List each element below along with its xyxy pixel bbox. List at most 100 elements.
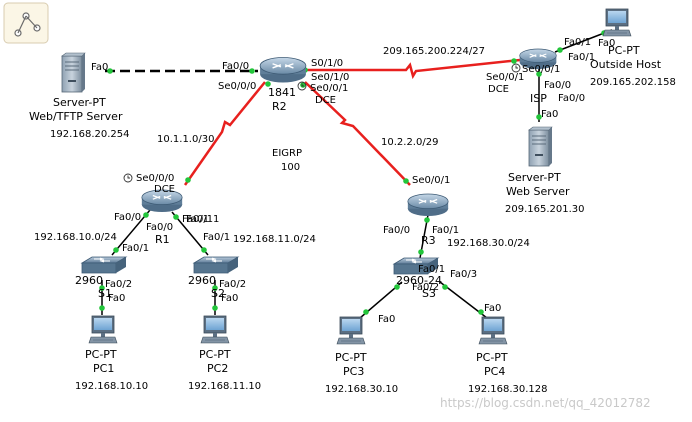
device-pc3[interactable] xyxy=(336,316,366,345)
net-s3: 192.168.30.0/24 xyxy=(447,238,530,249)
link-r2-r3[interactable] xyxy=(304,81,411,186)
link-light xyxy=(201,247,207,253)
ifc-r1-fa00b: Fa0/0 xyxy=(146,222,173,233)
network-topology-icon[interactable] xyxy=(3,2,49,44)
device-web-tftp-server[interactable] xyxy=(61,52,86,93)
ifc-s1-fa01: Fa0/1 xyxy=(122,243,149,254)
ifc-r1-fa01: Fa0/1 xyxy=(182,214,209,225)
pc1-ip: 192.168.10.10 xyxy=(75,381,148,392)
r1-name: R1 xyxy=(155,233,170,246)
ifc-outside-fa01: Fa0/1 xyxy=(568,52,595,63)
net-r1-r2: 10.1.1.0/30 xyxy=(157,134,214,145)
link-light xyxy=(442,284,448,290)
link-light xyxy=(212,305,218,311)
eigrp-as: 100 xyxy=(281,162,300,173)
device-r3[interactable] xyxy=(407,193,449,217)
ifc-web-fa0: Fa0 xyxy=(541,109,558,120)
ifc-web-tftp-fa0: Fa0 xyxy=(91,62,108,73)
pc1-type: PC-PT xyxy=(85,348,117,361)
isp-name: ISP xyxy=(530,92,547,105)
web-ip: 209.165.201.30 xyxy=(505,204,585,215)
s3-name: S3 xyxy=(422,287,436,300)
eigrp-label: EIGRP xyxy=(272,148,302,159)
link-light xyxy=(557,47,563,53)
ifc-isp-fa01: Fa0/1 xyxy=(564,37,591,48)
outside-type: PC-PT xyxy=(608,44,640,57)
ifc-isp-se001: Se0/0/1 xyxy=(522,64,560,75)
r3-name: R3 xyxy=(421,234,436,247)
clock-icon xyxy=(123,173,133,183)
device-pc4[interactable] xyxy=(478,316,508,345)
web-tftp-ip: 192.168.20.254 xyxy=(50,129,130,140)
link-light xyxy=(107,68,113,74)
link-light xyxy=(363,309,369,315)
device-outside-host[interactable] xyxy=(602,8,632,37)
link-light xyxy=(99,305,105,311)
device-r2[interactable] xyxy=(259,56,307,84)
ifc-r1-fa00: Fa0/0 xyxy=(114,212,141,223)
ifc-r2-fa00: Fa0/0 xyxy=(222,61,249,72)
outside-name: Outside Host xyxy=(590,58,662,71)
net-s2: 192.168.11.0/24 xyxy=(233,234,316,245)
ifc-isp-fa00-lower: Fa0/0 xyxy=(558,93,585,104)
ifc-r2-se010: Se0/1/0 xyxy=(311,72,349,83)
s2-model: 2960 xyxy=(188,274,216,287)
device-pc2[interactable] xyxy=(200,315,230,344)
link-light xyxy=(394,284,400,290)
ifc-isp-fa00: Fa0/0 xyxy=(544,80,571,91)
pc3-name: PC3 xyxy=(343,365,364,378)
net-s1: 192.168.10.0/24 xyxy=(34,232,117,243)
pc3-type: PC-PT xyxy=(335,351,367,364)
ifc-s1-fa02: Fa0/2 xyxy=(105,279,132,290)
link-light xyxy=(185,177,191,183)
link-light xyxy=(173,214,179,220)
ifc-r2-dce: DCE xyxy=(315,95,336,106)
link-light xyxy=(249,68,255,74)
pc4-name: PC4 xyxy=(484,365,505,378)
link-r1-r2[interactable] xyxy=(183,81,266,186)
ifc-s3-fa03: Fa0/3 xyxy=(450,269,477,280)
pc2-type: PC-PT xyxy=(199,348,231,361)
link-r2-isp[interactable] xyxy=(303,58,521,80)
ifc-pc1-fa0: Fa0 xyxy=(108,293,125,304)
s1-name: S1 xyxy=(98,287,112,300)
ifc-r2-se001: Se0/0/1 xyxy=(310,83,348,94)
s2-name: S2 xyxy=(211,287,225,300)
link-light xyxy=(536,114,542,120)
device-s1[interactable] xyxy=(81,256,127,274)
ifc-r2-se000: Se0/0/0 xyxy=(218,81,256,92)
link-light xyxy=(424,217,430,223)
clock-icon xyxy=(297,81,307,91)
link-r1-s2[interactable] xyxy=(171,211,209,256)
ifc-r1-dce: DCE xyxy=(154,184,175,195)
r2-name: R2 xyxy=(272,100,287,113)
pc2-ip: 192.168.11.10 xyxy=(188,381,261,392)
pc2-name: PC2 xyxy=(207,362,228,375)
ifc-pc2-fa0: Fa0 xyxy=(221,293,238,304)
link-light xyxy=(511,58,517,64)
link-light xyxy=(418,249,424,255)
web-name: Web Server xyxy=(506,185,570,198)
net-r2-isp: 209.165.200.224/27 xyxy=(383,46,485,57)
ifc-isp-dce: DCE xyxy=(488,84,509,95)
web-type: Server-PT xyxy=(508,171,561,184)
watermark: https://blog.csdn.net/qq_42012782 xyxy=(440,396,651,410)
r2-model: 1841 xyxy=(268,86,296,99)
device-labels: 1841 R2 ISP R1 R3 2960 S1 2960 S2 2960-2… xyxy=(29,44,676,395)
link-light xyxy=(478,309,484,315)
web-tftp-type: Server-PT xyxy=(53,96,106,109)
ifc-pc4-fa0: Fa0 xyxy=(484,303,501,314)
device-s2[interactable] xyxy=(193,256,239,274)
link-light xyxy=(212,285,218,291)
pc1-name: PC1 xyxy=(93,362,114,375)
device-pc1[interactable] xyxy=(88,315,118,344)
link-light xyxy=(113,247,119,253)
clock-icons xyxy=(123,63,521,183)
link-light xyxy=(143,212,149,218)
link-r1-s1[interactable] xyxy=(111,209,151,256)
device-web-server[interactable] xyxy=(528,126,553,167)
web-tftp-name: Web/TFTP Server xyxy=(29,110,123,123)
link-light xyxy=(265,81,271,87)
